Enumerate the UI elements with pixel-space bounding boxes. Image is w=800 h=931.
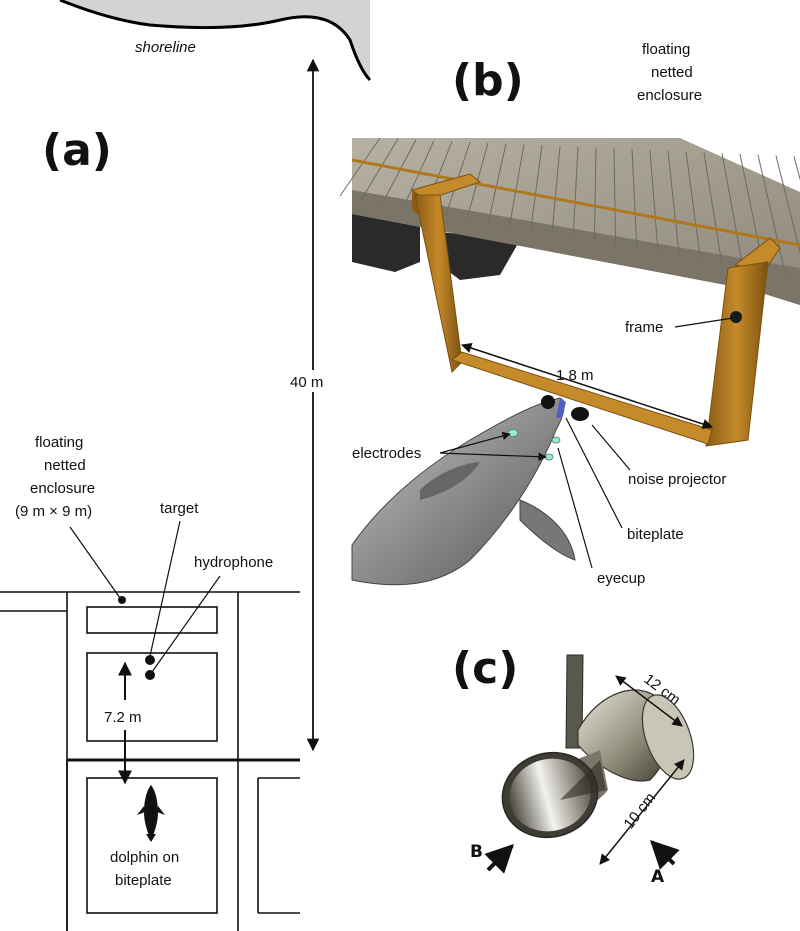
- panel-a: shoreline (a) 40 m floating netted enclo…: [0, 0, 372, 931]
- shoreline-edge: [59, 0, 372, 82]
- shoreline-label: shoreline: [135, 39, 196, 56]
- size-12-arrow: [615, 675, 683, 727]
- arrow-a-label: A: [651, 867, 665, 887]
- enclosure-b-line3: enclosure: [637, 87, 702, 104]
- arrow-b-label: B: [470, 842, 483, 862]
- enclosure-label-line1: floating: [35, 434, 83, 451]
- panel-a-label: (a): [42, 125, 112, 176]
- dolphin-icon: [137, 785, 165, 842]
- enclosure-label-line3: enclosure: [30, 480, 95, 497]
- panel-c-label: (c): [452, 643, 518, 694]
- panel-b-label: (b): [452, 55, 524, 106]
- width-label: 1.8 m: [556, 367, 594, 384]
- enclosure-b-line1: floating: [642, 41, 690, 58]
- width-arrow: [461, 342, 713, 430]
- enclosure-b-line2: netted: [651, 64, 693, 81]
- dolphin-label-line2: biteplate: [115, 872, 172, 889]
- enclosure-label-line2: netted: [44, 457, 86, 474]
- hydrophone-label: hydrophone: [194, 554, 273, 571]
- frame-label: frame: [625, 319, 663, 336]
- enclosure-layout: [0, 591, 300, 931]
- pontoons: [352, 212, 520, 280]
- enclosure-label-line4: (9 m × 9 m): [15, 503, 92, 520]
- biteplate-label: biteplate: [627, 526, 684, 543]
- spacing-label: 7.2 m: [104, 709, 142, 726]
- panel-c: (c) 12 cm 10 cm B A: [452, 643, 695, 887]
- arrow-icon: [484, 840, 680, 874]
- noise-projector-label: noise projector: [628, 471, 726, 488]
- target-marker: [145, 655, 155, 665]
- panel-b: (b) floating netted enclosure frame: [339, 41, 800, 587]
- target-label: target: [160, 500, 199, 517]
- noise-projector-shape: [571, 407, 589, 421]
- shoreline-shape: [60, 0, 370, 80]
- electrodes-label: electrodes: [352, 445, 421, 462]
- dolphin-body: [351, 397, 576, 586]
- eyecup-icon: [501, 654, 695, 839]
- size-10-label: 10 cm: [621, 790, 660, 833]
- hydrophone-marker: [145, 670, 155, 680]
- distance-label: 40 m: [290, 374, 323, 391]
- dolphin-label-line1: dolphin on: [110, 849, 179, 866]
- size-10-arrow: [599, 759, 685, 865]
- eyecup-label: eyecup: [597, 570, 645, 587]
